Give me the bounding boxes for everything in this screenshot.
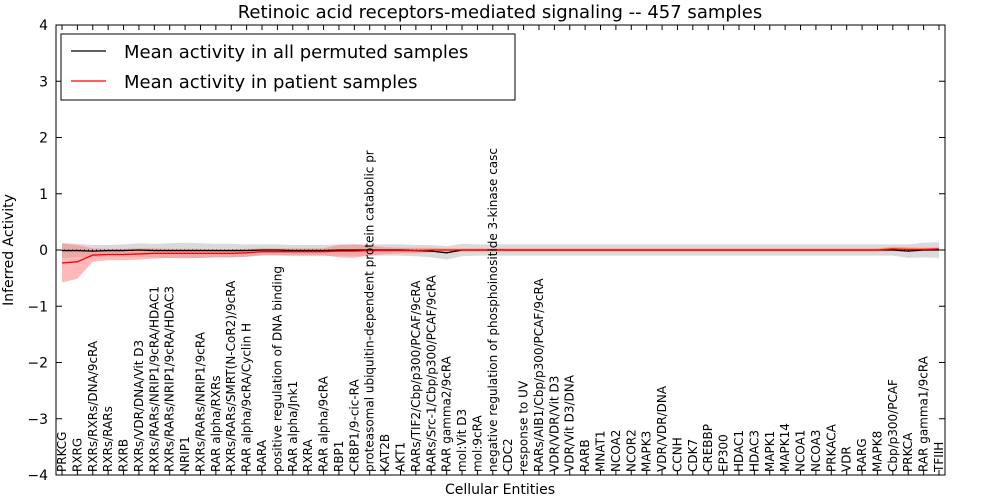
- x-tick-label: VDR: [840, 446, 854, 472]
- x-tick-label: RBP1: [332, 441, 346, 472]
- x-tick-label: EP300: [717, 434, 731, 472]
- x-tick-label: RXRG: [70, 438, 84, 472]
- x-tick-label: mol:Vit D3: [455, 409, 469, 472]
- x-tick-label: CREBBP: [701, 424, 715, 472]
- x-tick-label: MAPK1: [763, 431, 777, 472]
- x-tick-label: RARs/TIF2/Cbp/p300/PCAF/9cRA: [409, 280, 423, 472]
- x-axis-label: Cellular Entities: [445, 482, 555, 498]
- x-tick-label: RXRA: [301, 439, 315, 472]
- x-tick-label: RXRs/RARs/NRIP1/9cRA: [193, 331, 207, 472]
- x-tick-label: RXRs/RXRs/DNA/9cRA: [86, 340, 100, 472]
- x-tick-label: RARs/Src-1/Cbp/p300/PCAF/9cRA: [424, 274, 438, 472]
- x-tick-label: VDR/Vit D3/DNA: [563, 374, 577, 472]
- x-tick-label: CRBP1/9-cic-RA: [347, 378, 361, 472]
- x-tick-label: RARG: [855, 438, 869, 472]
- x-tick-label: NCOA3: [809, 430, 823, 472]
- x-tick-label: VDR/VDR/DNA: [655, 385, 669, 472]
- x-tick-label: RAR alpha/Jnk1: [286, 381, 300, 472]
- x-tick-label: AKT1: [393, 442, 407, 472]
- x-tick-label: RAR alpha/RXRs: [209, 375, 223, 472]
- series-line-1: [61, 248, 940, 264]
- x-tick-label: CCNH: [670, 437, 684, 472]
- legend-box: [60, 33, 516, 101]
- legend-label-0: Mean activity in all permuted samples: [124, 42, 468, 63]
- chart-title: Retinoic acid receptors-mediated signali…: [238, 2, 763, 23]
- x-tick-label: RARs/AIB1/Cbp/p300/PCAF/9cRA: [532, 278, 546, 472]
- x-tick-label: RAR alpha/9cRA: [317, 375, 331, 472]
- x-tick-label: NRIP1: [178, 436, 192, 472]
- x-tick-label: VDR/VDR/Vit D3: [547, 376, 561, 472]
- series-band-1: [62, 243, 939, 283]
- y-tick-label: 4: [39, 18, 48, 34]
- y-tick-label: 3: [39, 74, 48, 90]
- x-tick-label: mol:9cRA: [470, 415, 484, 472]
- x-tick-label: RXRs/VDR/DNA/Vit D3: [132, 340, 146, 472]
- x-tick-label: PRKACA: [824, 423, 838, 472]
- x-tick-label: RXRs/RARs/NRIP1/9cRA/HDAC3: [163, 286, 177, 472]
- x-tick-label: RXRB: [117, 439, 131, 472]
- x-tick-label: NCOR2: [624, 429, 638, 472]
- x-tick-label: NCOA1: [794, 430, 808, 472]
- x-tick-label: response to UV: [517, 380, 531, 472]
- y-tick-label: −2: [27, 356, 48, 372]
- x-tick-label: RARB: [578, 439, 592, 472]
- x-tick-label: MAPK3: [640, 431, 654, 472]
- x-tick-label: RAR gamma2/9cRA: [440, 355, 454, 472]
- x-tick-label: HDAC3: [747, 430, 761, 472]
- x-tick-label: RXRs/RARs/NRIP1/9cRA/HDAC1: [147, 286, 161, 472]
- x-tick-label: proteasomal ubiquitin-dependent protein …: [363, 150, 377, 472]
- x-tick-label: positive regulation of DNA binding: [270, 266, 284, 472]
- x-tick-label: KAT2B: [378, 434, 392, 472]
- y-tick-label: 0: [39, 243, 48, 259]
- x-tick-label: RAR alpha/9cRA/Cyclin H: [240, 323, 254, 472]
- x-tick-label: CDK7: [686, 439, 700, 472]
- x-tick-label: RARA: [255, 439, 269, 472]
- x-tick-label: RXRs/RARs/SMRT(N-CoR2)/9cRA: [224, 280, 238, 472]
- x-tick-label: MNAT1: [594, 430, 608, 472]
- x-tick-label: CDC2: [501, 438, 515, 472]
- y-tick-label: 2: [39, 131, 48, 147]
- y-tick-label: 1: [39, 187, 48, 203]
- x-tick-label: MAPK14: [778, 423, 792, 472]
- x-tick-label: TFIIH: [932, 442, 946, 473]
- x-tick-label: Cbp/p300/PCAF: [886, 379, 900, 472]
- y-axis-label: Inferred Activity: [1, 194, 17, 306]
- x-tick-label: RAR gamma1/9cRA: [917, 355, 931, 472]
- x-tick-label: HDAC1: [732, 430, 746, 472]
- legend: Mean activity in all permuted samplesMea…: [60, 33, 516, 101]
- legend-label-1: Mean activity in patient samples: [124, 72, 418, 93]
- x-tick-label: NCOA2: [609, 430, 623, 472]
- x-tick-label: MAPK8: [870, 431, 884, 472]
- y-tick-label: −1: [27, 299, 48, 315]
- y-tick-label: −4: [27, 468, 48, 484]
- y-tick-label: −3: [27, 412, 48, 428]
- x-tick-label: RXRs/RARs: [101, 406, 115, 472]
- x-tick-label: PRKCA: [901, 432, 915, 472]
- x-tick-label: PRKCG: [55, 432, 69, 472]
- x-tick-label: negative regulation of phosphoinositide …: [486, 148, 500, 472]
